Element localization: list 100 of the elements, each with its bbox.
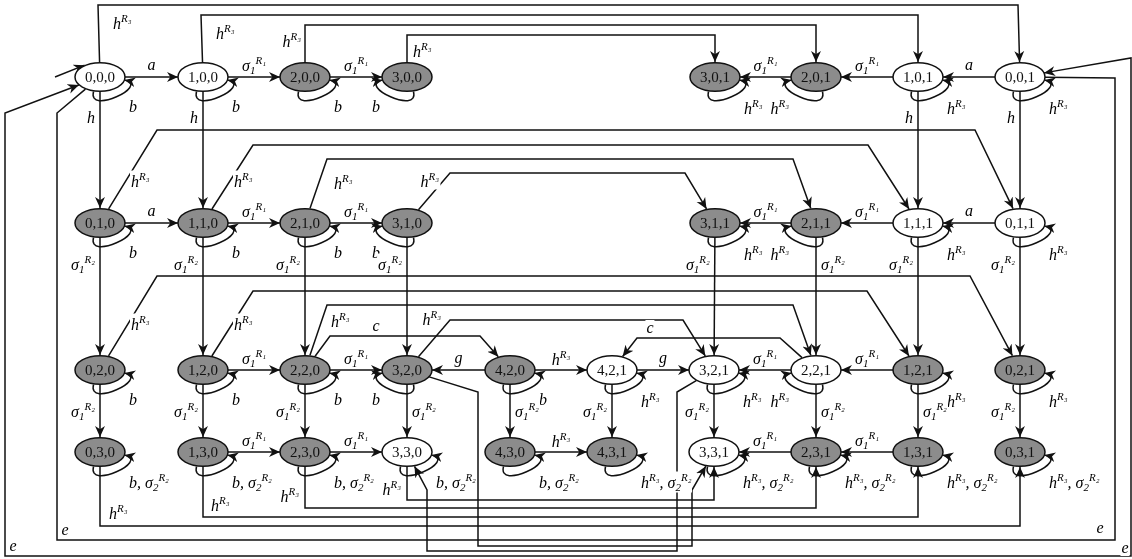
self-loop-arrow [92,79,137,102]
edge-label: b [231,245,241,261]
transition-arrow [304,24,821,63]
edge-label: h [189,110,199,126]
edge-label: h$^{R₃}$ [279,485,300,505]
state-label: 0,1,0 [85,215,115,231]
state-ellipse [892,208,944,238]
self-loop-arrow [707,225,752,248]
state-label: 3,2,0 [392,362,422,378]
transition-arrow [1015,237,1025,356]
state-ellipse [689,208,741,238]
transition-arrow [95,91,105,209]
edge-label: h$^{R₃}$ [640,390,661,410]
transition-arrow [1015,384,1025,438]
self-loop-arrow [1012,79,1057,102]
transition-arrow [107,275,1014,357]
state-ellipse [177,355,229,385]
state-ellipse [381,355,433,385]
edge-label: h$^{R₃}$ [333,172,354,192]
edge-label: h$^{R₃}$ [210,494,231,514]
edge-label: h$^{R₃}$ [1048,243,1069,263]
self-loop-arrow [779,372,824,395]
edge-label: b [333,99,343,115]
transition-arrow [107,129,1014,210]
self-loop-arrow [195,372,240,395]
edge-label: h$^{R₃}$ [381,478,402,498]
transition-arrow [739,218,792,228]
edge-label: c [645,320,655,336]
edge-label: h [1006,110,1016,126]
self-loop-arrow [370,225,415,248]
edge-label: h$^{R₃}$ [215,22,236,42]
transition-arrow [942,218,996,228]
edge-label: h$^{R₃}$ [946,97,967,117]
state-ellipse [790,62,842,92]
edge-label: h [904,110,914,126]
edge-label: h$^{R₃}$ [769,390,790,410]
state-label: 2,0,1 [801,69,831,85]
transition-arrow [738,365,792,375]
transition-arrow [402,237,412,356]
state-ellipse [892,62,944,92]
state-ellipse [586,355,638,385]
self-loop-arrow [1012,454,1057,477]
transition-arrow [300,237,310,356]
state-label: 2,3,0 [290,444,320,460]
state-ellipse [279,437,331,467]
state-ellipse [381,208,433,238]
state-ellipse [994,437,1046,467]
transition-arrow [300,384,310,438]
transition-arrow [840,72,894,82]
state-label: 2,2,0 [290,362,320,378]
transition-arrow [304,466,821,509]
state-label: 1,3,1 [903,444,933,460]
self-loop-arrow [92,225,137,248]
state-label: 2,1,1 [801,215,831,231]
transition-arrow [202,466,923,518]
self-loop-arrow [1012,225,1057,248]
edge-label: b [128,99,138,115]
state-ellipse [381,437,433,467]
state-ellipse [279,355,331,385]
transition-arrow [211,144,910,210]
state-ellipse [586,437,638,467]
state-label: 3,1,0 [392,215,422,231]
state-label: 1,3,0 [188,444,218,460]
state-label: 3,3,1 [699,444,729,460]
transition-arrow [198,91,208,209]
transition-arrow [811,237,821,356]
state-label: 2,3,1 [801,444,831,460]
edge-label: h$^{R₃}$ [112,12,133,32]
self-loop-arrow [370,79,415,102]
state-label: 3,1,1 [700,215,730,231]
edge-label: h$^{R₃}$ [130,170,151,190]
state-label: 4,2,1 [597,362,627,378]
state-label: 1,1,1 [903,215,933,231]
state-ellipse [177,437,229,467]
state-label: 3,3,0 [392,444,422,460]
state-ellipse [177,62,229,92]
transition-arrow [417,172,708,211]
transition-arrow [621,337,803,359]
state-ellipse [790,355,842,385]
edge-label: h$^{R₃}$ [419,170,440,190]
edge-label: h$^{R₃}$ [1048,390,1069,410]
transition-arrow [913,384,923,438]
state-ellipse [994,208,1046,238]
state-ellipse [892,355,944,385]
state-ellipse [279,208,331,238]
self-loop-arrow [370,372,415,395]
transition-arrow [198,237,208,356]
self-loop-arrow [604,454,649,477]
transition-arrow [406,466,719,501]
self-loop-arrow [1012,372,1057,395]
state-ellipse [177,208,229,238]
transition-arrow [402,384,412,438]
state-ellipse [892,437,944,467]
transition-arrow [709,237,720,356]
transition-arrow [406,34,720,63]
transition-arrow [99,466,1025,527]
transition-arrow [95,237,105,356]
edge-label: b [333,392,343,408]
state-label: 3,0,1 [700,69,730,85]
self-loop-arrow [195,454,240,477]
